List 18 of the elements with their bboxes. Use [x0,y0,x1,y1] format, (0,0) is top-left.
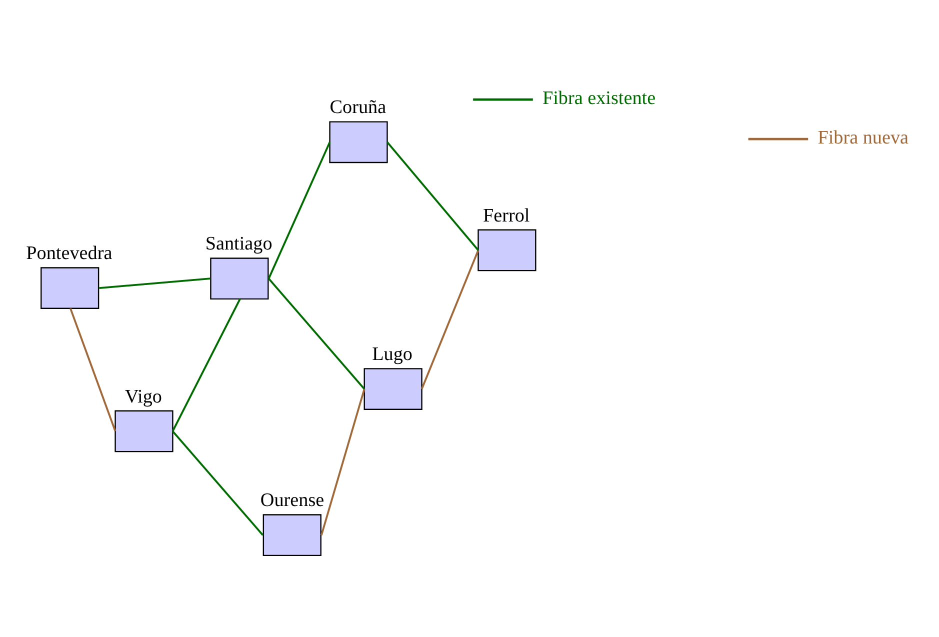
connector [268,142,331,279]
connector [70,308,116,432]
legend-label: Fibra nueva [818,128,909,149]
connector [420,250,480,390]
connector [320,388,366,536]
connector [99,278,210,290]
node-label: Lugo [372,344,412,366]
connector [386,142,479,251]
node-label: Santiago [205,234,272,255]
connector [172,430,264,536]
connector [172,298,241,432]
node-label: Ourense [260,490,324,512]
node-label: Ferrol [483,205,530,226]
legend-label: Fibra existente [542,88,656,110]
node-label: Pontevedra [26,243,112,264]
node-label: Coruña [330,97,386,118]
node-label: Vigo [124,386,162,408]
connector [268,278,366,390]
